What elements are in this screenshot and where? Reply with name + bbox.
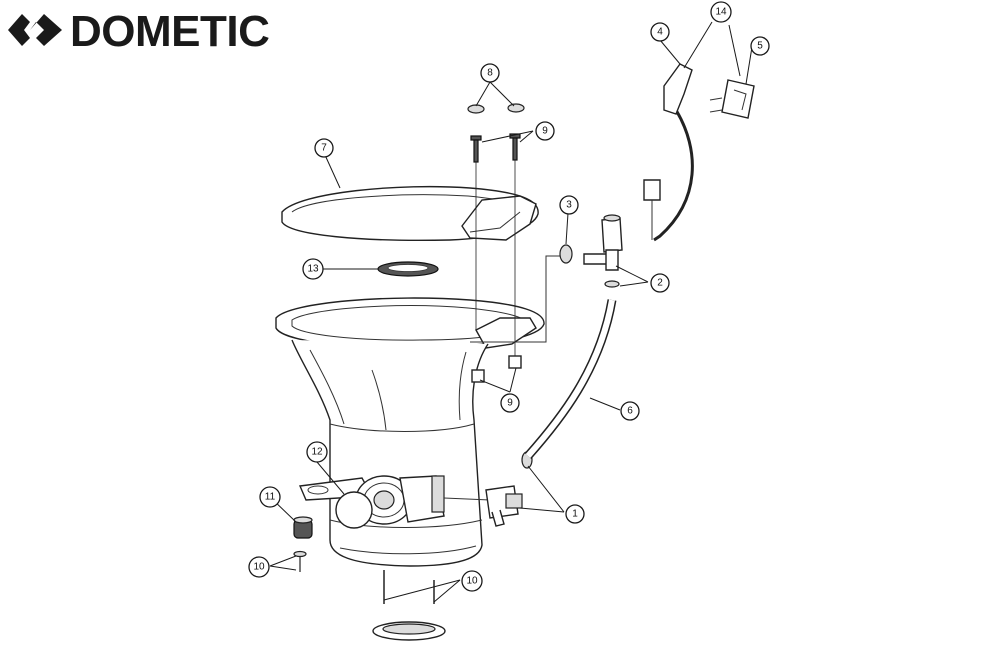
brand-chevron-icon xyxy=(8,14,62,46)
callout-number: 10 xyxy=(253,562,265,573)
callout-14: 14 xyxy=(710,1,732,23)
callout-9-top: 9 xyxy=(535,121,555,141)
callout-number: 12 xyxy=(311,447,323,458)
callout-8: 8 xyxy=(480,63,500,83)
callout-number: 13 xyxy=(307,264,319,275)
callout-1: 1 xyxy=(565,504,585,524)
brand-logo: DOMETIC xyxy=(8,7,270,56)
hand-sprayer xyxy=(643,63,755,242)
rear-valve-fitting xyxy=(470,214,623,343)
pedal-knob xyxy=(293,516,313,572)
callout-9-bottom: 9 xyxy=(500,393,520,413)
callout-number: 1 xyxy=(572,509,578,520)
base-flange xyxy=(372,570,446,641)
callout-number: 9 xyxy=(542,126,548,137)
brand-name: DOMETIC xyxy=(70,7,269,56)
callout-number: 6 xyxy=(627,406,633,417)
callout-7: 7 xyxy=(314,138,334,158)
callout-number: 10 xyxy=(466,576,478,587)
mounting-bolts xyxy=(470,133,522,383)
callout-number: 11 xyxy=(265,492,276,503)
callout-number: 8 xyxy=(487,68,493,79)
callout-5: 5 xyxy=(750,36,770,56)
flush-pedal-assembly xyxy=(298,475,445,529)
callout-number: 14 xyxy=(715,7,727,18)
callout-2: 2 xyxy=(650,273,670,293)
callout-number: 9 xyxy=(507,398,513,409)
callout-10-right: 10 xyxy=(461,570,483,592)
callout-11: 11 xyxy=(259,486,281,508)
callout-10-left: 10 xyxy=(248,556,270,578)
seal-ring xyxy=(377,261,439,277)
leader-lines xyxy=(269,21,753,603)
callout-number: 5 xyxy=(757,41,763,52)
callout-number: 2 xyxy=(657,278,663,289)
callout-12: 12 xyxy=(306,441,328,463)
callout-3: 3 xyxy=(559,195,579,215)
callout-4: 4 xyxy=(650,22,670,42)
callout-number: 4 xyxy=(657,27,663,38)
callout-13: 13 xyxy=(302,258,324,280)
bolt-caps xyxy=(467,103,525,114)
callout-6: 6 xyxy=(620,401,640,421)
callout-number: 7 xyxy=(321,143,327,154)
toilet-lid xyxy=(281,185,539,242)
callout-number: 3 xyxy=(566,200,572,211)
water-hose xyxy=(524,299,617,459)
